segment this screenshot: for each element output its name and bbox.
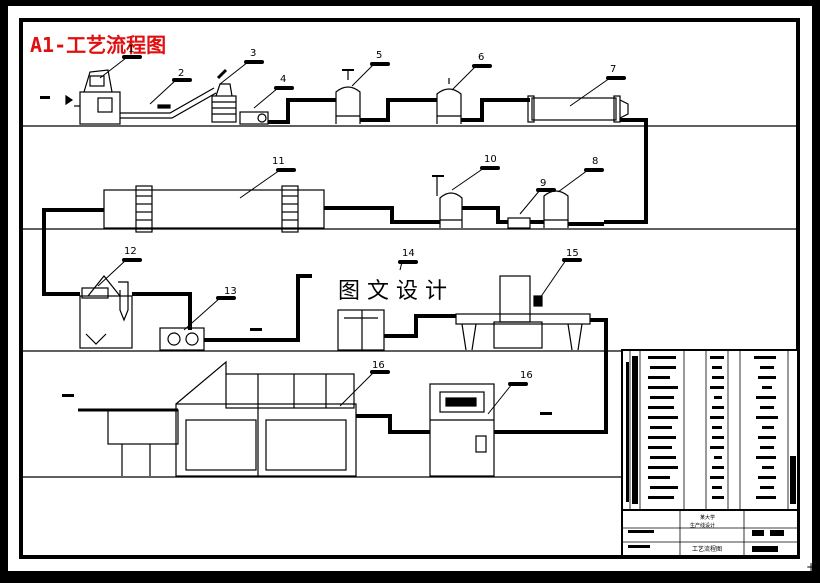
title-block-table (626, 356, 796, 504)
label-6: 6 (478, 52, 484, 63)
label-15: 15 (566, 248, 579, 259)
label-16b: 16 (520, 370, 533, 381)
label-14: 14 (402, 248, 415, 259)
label-9: 9 (540, 178, 546, 189)
equipment-12-separator (79, 275, 133, 349)
label-2: 2 (178, 68, 184, 79)
equipment-3-washer (211, 68, 237, 123)
pipes-row-2 (42, 206, 604, 296)
equipment-16-packing-line (78, 360, 357, 477)
leader-lines (97, 57, 611, 415)
label-16a: 16 (372, 360, 385, 371)
equipment-2-conveyor (120, 87, 217, 119)
title-block-school: 某大学 (700, 514, 715, 521)
label-4: 4 (280, 74, 286, 85)
equipment-7-cylinder (527, 95, 629, 123)
label-10: 10 (484, 154, 497, 165)
watermark-text: 图 文 设 计 (338, 279, 447, 304)
label-11: 11 (272, 156, 285, 167)
label-12: 12 (124, 246, 137, 257)
pipes-row-1 (268, 98, 648, 224)
label-7: 7 (610, 64, 616, 75)
drawing-title: A1-工艺流程图 (30, 33, 166, 57)
equipment-1-crusher (65, 69, 121, 125)
pipes-row-3 (132, 274, 608, 434)
title-block: 某大学 生产线设计 工艺流程图 (621, 349, 799, 557)
label-plaques (62, 55, 626, 415)
inner-frame (19, 18, 800, 559)
label-1: 1 (128, 44, 134, 55)
equipment-numbers: 1 2 3 4 5 6 7 8 9 10 11 12 13 14 15 16 1… (124, 44, 616, 381)
label-8: 8 (592, 156, 598, 167)
title-block-project: 生产线设计 (690, 522, 715, 529)
watermark-bg (332, 274, 492, 304)
pipes-row-4 (356, 414, 430, 434)
label-13: 13 (224, 286, 237, 297)
label-3: 3 (250, 48, 256, 59)
title-block-drawing-name: 工艺流程图 (692, 545, 722, 553)
label-5: 5 (376, 50, 382, 61)
equipment-6-tank (436, 78, 462, 124)
svg-text:+: + (806, 560, 816, 574)
equipment-4-pump (239, 111, 269, 125)
equipment-14-machine (337, 309, 385, 351)
